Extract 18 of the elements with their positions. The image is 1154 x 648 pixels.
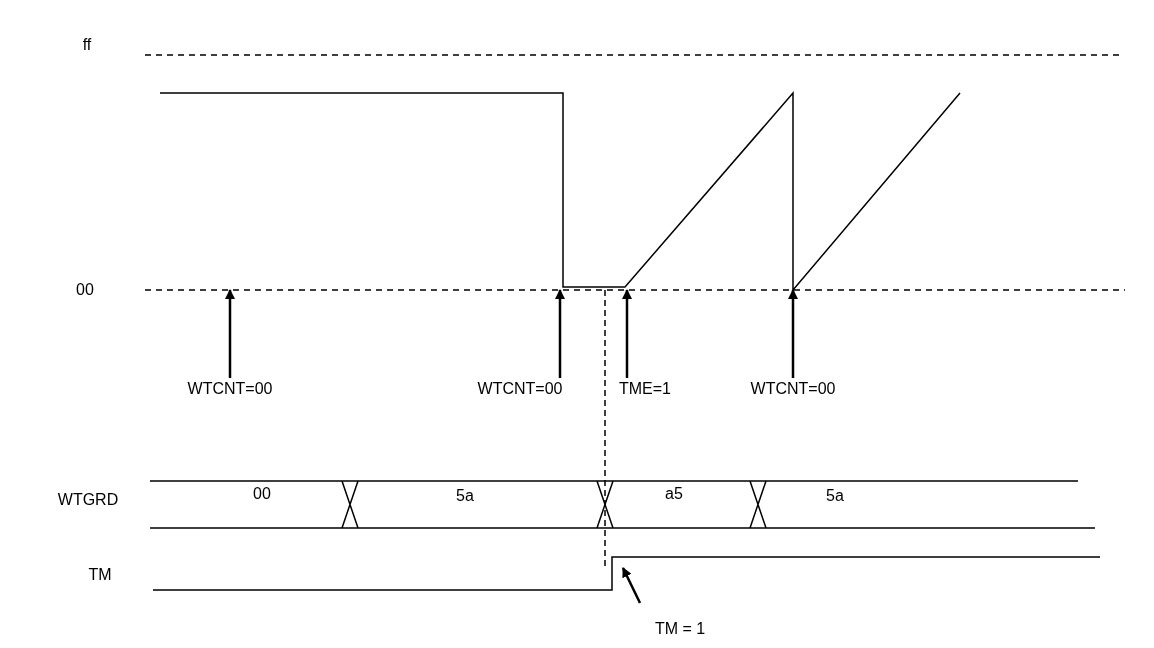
- arrow: [788, 289, 798, 378]
- signal-level-label: ff: [82, 36, 92, 54]
- annotation-text: WTCNT=00: [187, 380, 273, 398]
- annotation-text: TME=1: [619, 380, 671, 398]
- signal-name: WTGRD: [57, 491, 119, 509]
- annotation-text: TM = 1: [654, 620, 706, 638]
- signal-level-label: 00: [76, 281, 94, 299]
- bus-value: a5: [665, 485, 683, 503]
- arrow: [225, 289, 235, 378]
- arrow: [622, 289, 632, 378]
- arrow: [555, 289, 565, 378]
- annotation-text: WTCNT=00: [750, 380, 836, 398]
- signal-name: TM: [88, 566, 112, 584]
- bus-value: 5a: [456, 487, 474, 505]
- bus-value: 5a: [826, 487, 844, 505]
- annotation-text: WTCNT=00: [477, 380, 563, 398]
- bus-value: 00: [253, 485, 271, 503]
- arrow: [621, 567, 642, 604]
